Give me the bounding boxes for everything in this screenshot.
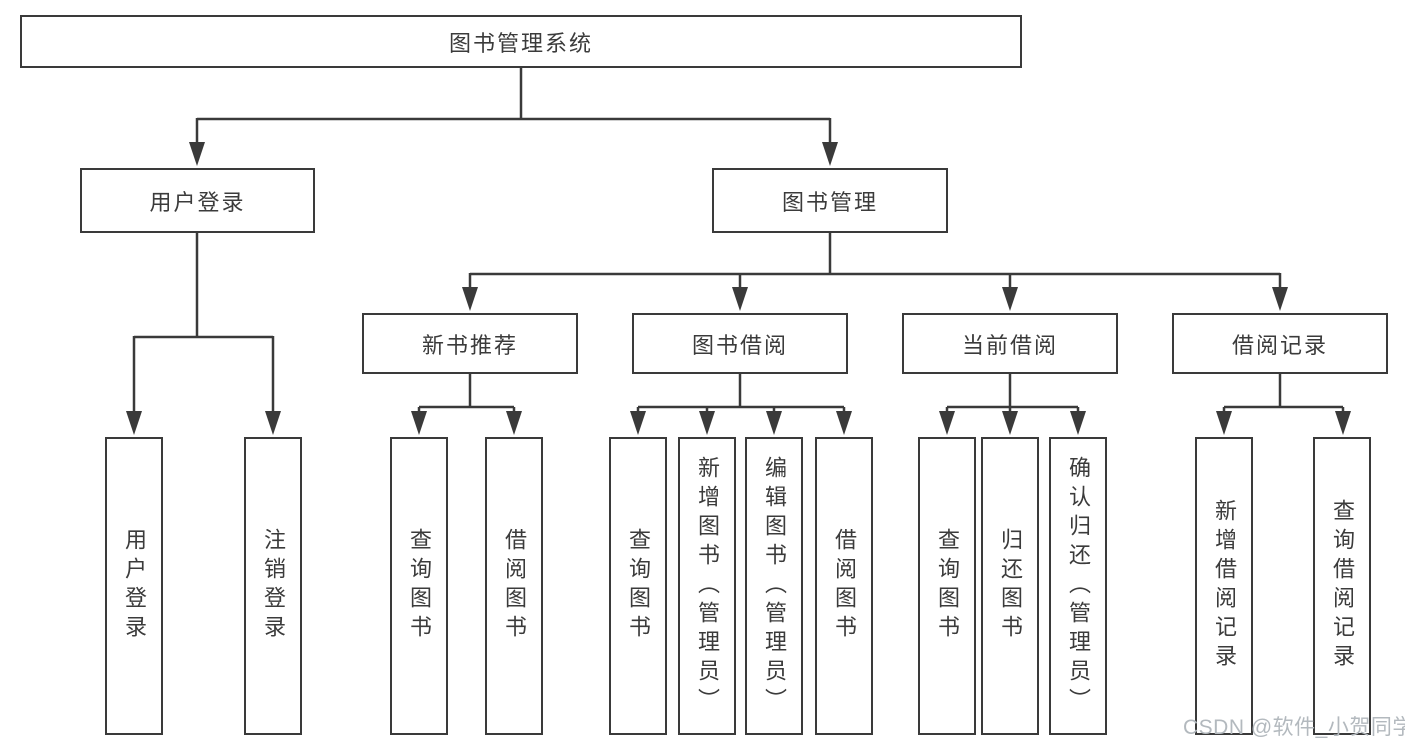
leaf-logout: 注销登录: [244, 437, 302, 735]
arrowhead-bb-query: [630, 411, 646, 435]
node-book-borrow-label: 图书借阅: [691, 332, 788, 358]
arrowhead-rec-query: [411, 411, 427, 435]
leaf-logout-label: 注销登录: [261, 528, 286, 644]
node-new-book-recommend: 新书推荐: [362, 313, 578, 374]
leaf-bb-query-books: 查询图书: [609, 437, 667, 735]
leaf-cb-confirm-return-admin-label: 确认归还（管理员）: [1066, 455, 1091, 717]
csdn-watermark: CSDN @软件_小贺同学: [1183, 716, 1405, 739]
arrowhead-rec-borrow: [506, 411, 522, 435]
node-user-login: 用户登录: [80, 168, 315, 233]
arrowhead-br-query: [1335, 411, 1351, 435]
leaf-cb-return-books-label: 归还图书: [998, 528, 1023, 644]
arrowhead-user-login: [189, 142, 205, 166]
edge-current-borrow-bus: [945, 373, 1080, 414]
edge-new-book-rec-bus: [417, 373, 516, 414]
leaf-bb-edit-books-admin: 编辑图书（管理员）: [745, 437, 803, 735]
edge-book-borrow-bus: [636, 373, 846, 414]
arrowhead-bb-borrow: [836, 411, 852, 435]
arrowhead-cb-confirm: [1070, 411, 1086, 435]
leaf-bb-edit-books-admin-label: 编辑图书（管理员）: [762, 455, 787, 717]
arrowhead-leaf-user-login: [126, 411, 142, 435]
node-borrow-records-label: 借阅记录: [1231, 332, 1328, 358]
leaf-br-query-record-label: 查询借阅记录: [1330, 499, 1355, 673]
leaf-bb-borrow-books-label: 借阅图书: [832, 528, 857, 644]
arrowhead-bb-edit: [766, 411, 782, 435]
node-current-borrow: 当前借阅: [902, 313, 1118, 374]
node-borrow-records: 借阅记录: [1172, 313, 1388, 374]
edge-user-login-bus: [132, 233, 275, 415]
leaf-bb-add-books-admin-label: 新增图书（管理员）: [695, 455, 720, 717]
arrowhead-br-add: [1216, 411, 1232, 435]
edge-root-bus: [195, 68, 832, 146]
leaf-rec-query-books: 查询图书: [390, 437, 448, 735]
node-book-management: 图书管理: [712, 168, 948, 233]
leaf-br-add-record-label: 新增借阅记录: [1212, 499, 1237, 673]
arrowhead-book-mgmt: [822, 142, 838, 166]
leaf-user-login-label: 用户登录: [122, 528, 147, 644]
leaf-rec-query-books-label: 查询图书: [407, 528, 432, 644]
leaf-bb-add-books-admin: 新增图书（管理员）: [678, 437, 736, 735]
leaf-cb-query-books-label: 查询图书: [935, 528, 960, 644]
arrowhead-leaf-logout: [265, 411, 281, 435]
edge-borrow-records-bus: [1222, 373, 1345, 414]
leaf-bb-borrow-books: 借阅图书: [815, 437, 873, 735]
leaf-br-add-record: 新增借阅记录: [1195, 437, 1253, 735]
leaf-cb-confirm-return-admin: 确认归还（管理员）: [1049, 437, 1107, 735]
node-book-management-label: 图书管理: [781, 189, 878, 215]
arrowhead-current-borrow: [1002, 287, 1018, 311]
arrowhead-cb-return: [1002, 411, 1018, 435]
node-root-label: 图书管理系统: [448, 30, 593, 56]
leaf-cb-return-books: 归还图书: [981, 437, 1039, 735]
node-user-login-label: 用户登录: [149, 189, 246, 215]
node-current-borrow-label: 当前借阅: [961, 332, 1058, 358]
arrowhead-book-borrow: [732, 287, 748, 311]
arrowhead-new-book-rec: [462, 287, 478, 311]
node-new-book-recommend-label: 新书推荐: [421, 332, 518, 358]
node-root: 图书管理系统: [20, 15, 1022, 68]
leaf-rec-borrow-books: 借阅图书: [485, 437, 543, 735]
node-book-borrow: 图书借阅: [632, 313, 848, 374]
leaf-rec-borrow-books-label: 借阅图书: [502, 528, 527, 644]
leaf-bb-query-books-label: 查询图书: [626, 528, 651, 644]
leaf-user-login: 用户登录: [105, 437, 163, 735]
leaf-cb-query-books: 查询图书: [918, 437, 976, 735]
edge-book-mgmt-bus: [468, 233, 1282, 291]
arrowhead-borrow-records: [1272, 287, 1288, 311]
arrowhead-cb-query: [939, 411, 955, 435]
arrowhead-bb-add: [699, 411, 715, 435]
leaf-br-query-record: 查询借阅记录: [1313, 437, 1371, 735]
